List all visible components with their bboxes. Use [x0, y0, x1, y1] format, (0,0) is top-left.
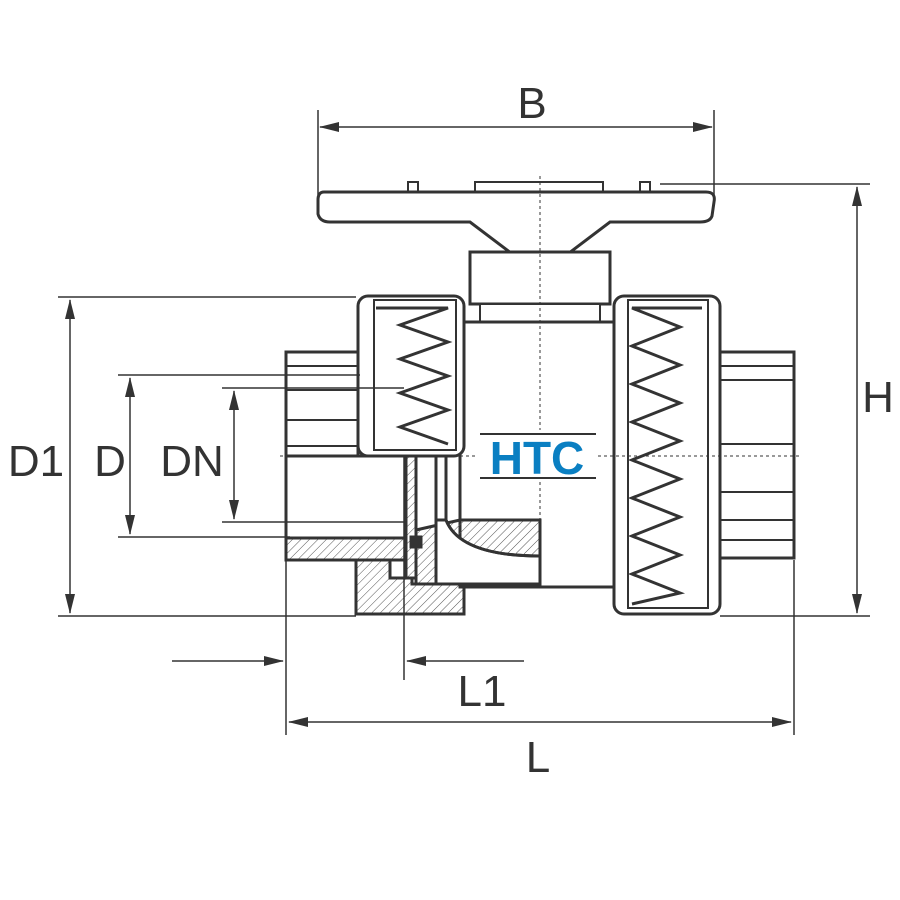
dim-label-h: H [862, 373, 894, 422]
dim-label-d: D [94, 437, 126, 486]
left-end-connector [284, 350, 360, 458]
dimension-labels: B H D1 D DN L1 L [8, 79, 894, 782]
dim-label-b: B [517, 79, 546, 128]
left-union-nut [356, 294, 466, 458]
right-end-connector [718, 350, 796, 560]
logo-text: HTC [490, 432, 585, 484]
dim-label-l: L [526, 733, 550, 782]
dim-label-l1: L1 [458, 667, 507, 716]
right-union-nut [612, 294, 722, 616]
dim-label-dn: DN [160, 437, 224, 486]
dim-label-d1: D1 [8, 437, 64, 486]
dimension-lines [58, 110, 870, 735]
section-view [284, 454, 542, 616]
htc-logo: HTC [478, 430, 596, 484]
